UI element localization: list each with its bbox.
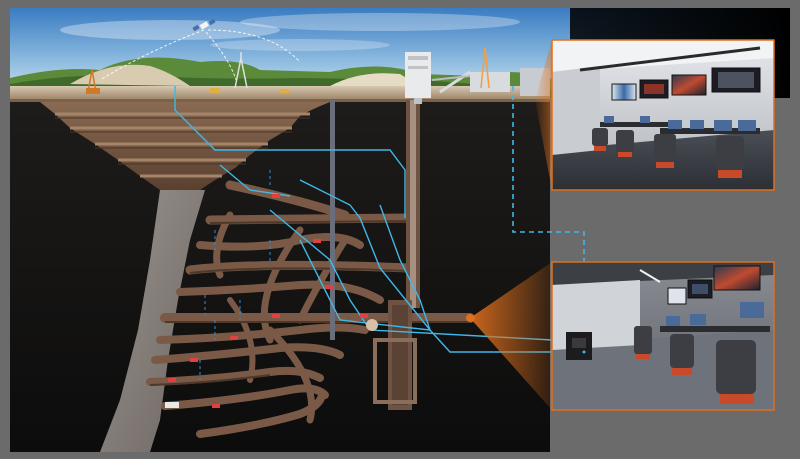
monitor-icon bbox=[611, 83, 637, 101]
mining-vehicle-icon bbox=[165, 194, 368, 408]
crane-rig bbox=[86, 69, 100, 94]
network-cables bbox=[174, 86, 553, 353]
surface-callout-beam bbox=[535, 40, 552, 190]
surface-vehicles bbox=[210, 88, 289, 93]
underground-callout-beam bbox=[470, 262, 552, 410]
frame-right bbox=[790, 0, 800, 459]
satellite-icon bbox=[192, 18, 216, 32]
operator-chair-icon bbox=[592, 128, 608, 151]
operator-chair-icon bbox=[716, 340, 756, 404]
tunnel-shadows bbox=[149, 220, 470, 386]
operator-chair-icon bbox=[654, 134, 676, 168]
underground-fan bbox=[366, 319, 378, 331]
main-shaft bbox=[373, 100, 420, 410]
underground-control-room-panel bbox=[551, 261, 775, 411]
monitor-icon bbox=[667, 287, 687, 305]
operator-chair-icon bbox=[670, 334, 694, 375]
radio-tower-icon bbox=[234, 52, 248, 89]
ore-body bbox=[100, 190, 205, 452]
operator-chair-icon bbox=[634, 326, 652, 359]
surface-control-room-panel bbox=[551, 39, 775, 191]
tunnel-network bbox=[146, 180, 475, 438]
monitor-icon bbox=[687, 279, 713, 299]
monitor-icon bbox=[711, 67, 761, 93]
callout-anchor bbox=[466, 314, 474, 322]
operator-chair-icon bbox=[616, 130, 634, 157]
frame-bottom bbox=[10, 452, 790, 459]
monitor-icon bbox=[639, 79, 669, 99]
ventilation-shaft bbox=[330, 100, 335, 340]
network-drop-lines bbox=[199, 170, 271, 380]
underground-section bbox=[10, 102, 550, 452]
monitor-icon bbox=[713, 265, 761, 291]
operator-console bbox=[600, 116, 760, 134]
operator-console bbox=[660, 302, 770, 332]
operator-chair-icon bbox=[716, 136, 744, 178]
wireless-signal-arcs bbox=[99, 29, 301, 81]
monitor-icon bbox=[671, 74, 707, 96]
network-cabinet-icon bbox=[566, 332, 592, 360]
open-pit bbox=[40, 102, 330, 190]
headframe-tower-icon bbox=[405, 52, 431, 104]
radio-tower-icon bbox=[480, 47, 490, 89]
